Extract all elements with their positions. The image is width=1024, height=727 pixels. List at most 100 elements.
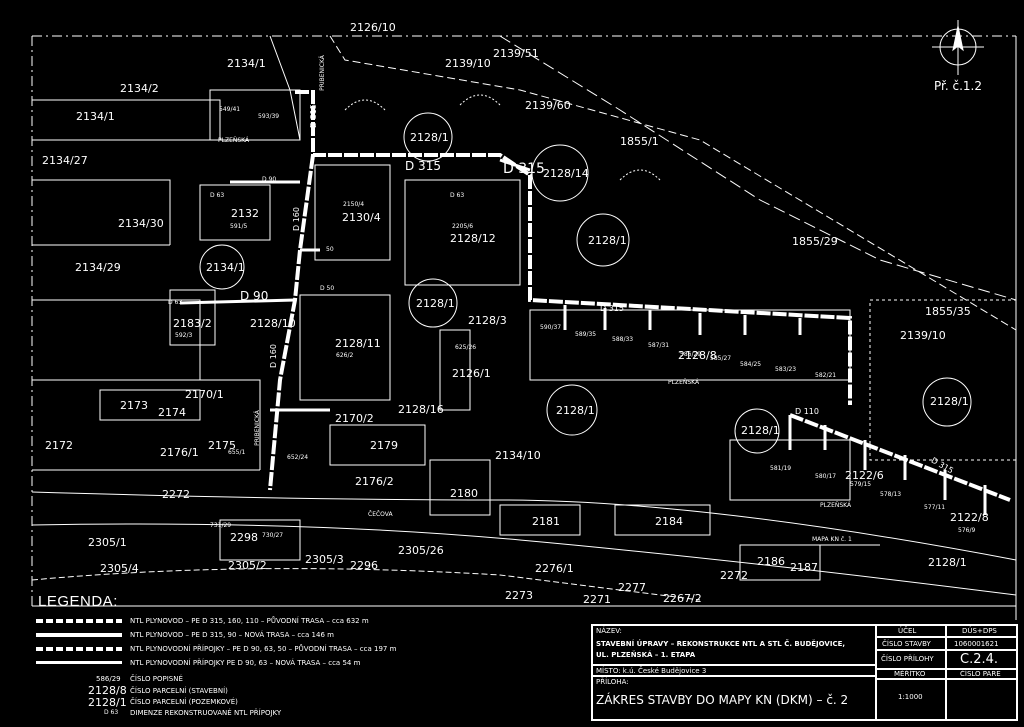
parcel-label: 2176/2 [355, 475, 394, 488]
parcel-label: 2128/1 [416, 297, 455, 310]
parcel-label: 2187 [790, 561, 818, 574]
tree-icon [459, 94, 501, 106]
legend-line-original-main [36, 619, 122, 623]
building [429, 459, 491, 516]
parcel-label: 1855/35 [925, 305, 971, 318]
house-number: 549/41 [219, 106, 241, 113]
tb-cell [946, 650, 1017, 669]
parcel-label: 2128/1 [556, 404, 595, 417]
pipeline-d315-original [295, 90, 852, 405]
parcel-label: 2128/8 [678, 349, 717, 362]
parcel-label: 2128/1 [410, 131, 449, 144]
tb-cell [876, 669, 946, 679]
parcel-label: 2128/1 [930, 395, 969, 408]
street-label: PRIBENICKÁ [253, 410, 261, 446]
parcel-label: 2134/10 [495, 449, 541, 462]
parcel-label: 2126/1 [452, 367, 491, 380]
block-w3 [32, 299, 201, 380]
parcel-boundary-ne2 [499, 35, 1017, 301]
building [614, 504, 711, 536]
parcel-circle [531, 144, 589, 202]
parcel-circle [408, 278, 458, 328]
house-number: 2150/4 [343, 201, 365, 208]
tb-purpose-label: ÚČEL [898, 627, 917, 635]
legend-text: NTL PLYNOVODNÍ PŘÍPOJKY – PE D 90, 63, 5… [130, 645, 397, 653]
parcel-label: 2305/26 [398, 544, 444, 557]
road-south-2 [31, 523, 1017, 596]
legend-text: NTL PLYNOVODNÍ PŘÍPOJKY PE D 90, 63 – NO… [130, 659, 361, 667]
pipe-dimension-label: D 315 [308, 104, 318, 128]
parcel-label: 2172 [45, 439, 73, 452]
pipe-dimension-label: D 50 [320, 285, 335, 292]
building [209, 89, 301, 141]
legend-symbol: 2128/8 [88, 684, 127, 697]
legend-text: NTL PLYNOVOD – PE D 315, 160, 110 – PŮVO… [130, 617, 369, 625]
parcel-label: 2305/2 [228, 559, 267, 572]
legend-symbol: 586/29 [96, 675, 121, 683]
house-number: 580/17 [815, 473, 837, 480]
house-number: 626/2 [336, 352, 354, 359]
title-block-name-line2: UL. PLZEŇSKÁ – 1. ETAPA [596, 651, 696, 659]
tb-scale: 1:1000 [898, 693, 923, 701]
building [169, 289, 216, 346]
house-number: 578/13 [880, 491, 902, 498]
house-number: 582/21 [815, 372, 837, 379]
parcel-label: 2122/6 [845, 469, 884, 482]
parcel-label: 2134/1 [76, 110, 115, 123]
tb-cell [946, 637, 1017, 650]
house-number: 579/15 [850, 481, 872, 488]
parcel-label: 2134/29 [75, 261, 121, 274]
parcel-label: 2271 [583, 593, 611, 606]
parcel-label: 2128/14 [543, 167, 589, 180]
tb-purpose: DÚS+DPS [962, 627, 997, 635]
parcel-circle [403, 112, 453, 162]
title-block-name-label: NÁZEV: [596, 627, 622, 635]
parcel-circle [199, 244, 245, 290]
parcel-label: 2175 [208, 439, 236, 452]
pipe-dimension-label: D 160 [268, 344, 278, 368]
tb-cell [946, 679, 1017, 720]
tb-cell [876, 625, 946, 637]
parcel-label: 2139/10 [900, 329, 946, 342]
title-block-place-cell [592, 665, 876, 676]
legend-line-new-main [36, 633, 122, 637]
parcel-label: 2132 [231, 207, 259, 220]
parcel-label: 2134/1 [206, 261, 245, 274]
parcel-label: 2272 [162, 488, 190, 501]
pipe-dimension-label: D 315 [600, 304, 624, 313]
title-block-attachment: ZÁKRES STAVBY DO MAPY KN (DKM) – č. 2 [596, 693, 849, 707]
legend-text: DIMENZE REKONSTRUOVANÉ NTL PŘÍPOJKY [130, 709, 282, 717]
legend-text: ČÍSLO POPISNÉ [130, 675, 183, 683]
house-number: 586/29 [680, 351, 702, 358]
pipe-dimension-label: D 63 [210, 192, 225, 199]
legend-line-original-service [36, 647, 122, 651]
north-arrow-icon [952, 25, 964, 52]
parcel-label: 2305/1 [88, 536, 127, 549]
parcel-label: 2181 [532, 515, 560, 528]
house-number: 2205/6 [452, 223, 474, 230]
parcel-label: 2267/2 [663, 592, 702, 605]
parcel-label: 2128/1 [928, 556, 967, 569]
tb-cell [876, 650, 946, 669]
tb-cell [876, 679, 946, 720]
legend-symbol: D 63 [104, 709, 119, 716]
parcel-label: 2128/3 [468, 314, 507, 327]
parcel-label: 1855/29 [792, 235, 838, 248]
tree-icon [344, 99, 386, 111]
building [404, 179, 521, 286]
legend-line-new-service [36, 661, 122, 664]
tree-icon [619, 169, 661, 181]
title-block-place: MÍSTO: k.ú. České Budějovice 3 [596, 667, 707, 675]
parcel-label: 2134/30 [118, 217, 164, 230]
road-boundary [269, 35, 301, 141]
parcel-label: 2134/1 [227, 57, 266, 70]
house-number: 577/11 [924, 504, 946, 511]
parcel-label: 2128/1 [588, 234, 627, 247]
parcel-label: 2128/10 [250, 317, 296, 330]
street-label: PLZEŇSKÁ [218, 137, 250, 144]
tb-construction-no-label: ČÍSLO STAVBY [882, 640, 931, 648]
pipe-dimension-label: D 90 [262, 176, 277, 183]
house-number: 625/26 [455, 344, 477, 351]
parcel-circle [576, 213, 630, 267]
